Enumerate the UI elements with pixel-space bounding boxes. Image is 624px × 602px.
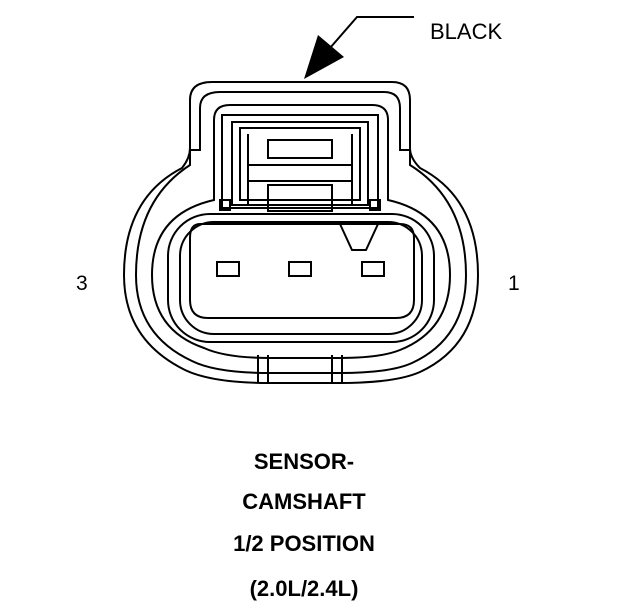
pin-number-left: 3 xyxy=(76,272,88,295)
connector-housing xyxy=(122,81,480,384)
caption-line-1: SENSOR- xyxy=(253,449,355,474)
pin-cavity-2 xyxy=(288,261,312,277)
pin-cavity-3 xyxy=(216,261,240,277)
color-leader xyxy=(329,16,414,49)
pin-cavity-1 xyxy=(361,261,385,277)
connector-color-label: BLACK xyxy=(430,19,503,44)
leader-arrowhead xyxy=(304,35,344,79)
caption-line-2: CAMSHAFT xyxy=(242,489,366,514)
terminal-pins xyxy=(216,261,385,277)
pin-number-right: 1 xyxy=(508,272,520,295)
caption-line-4: (2.0L/2.4L) xyxy=(249,576,359,601)
terminal-face xyxy=(189,223,415,319)
caption-line-3: 1/2 POSITION xyxy=(233,531,375,556)
